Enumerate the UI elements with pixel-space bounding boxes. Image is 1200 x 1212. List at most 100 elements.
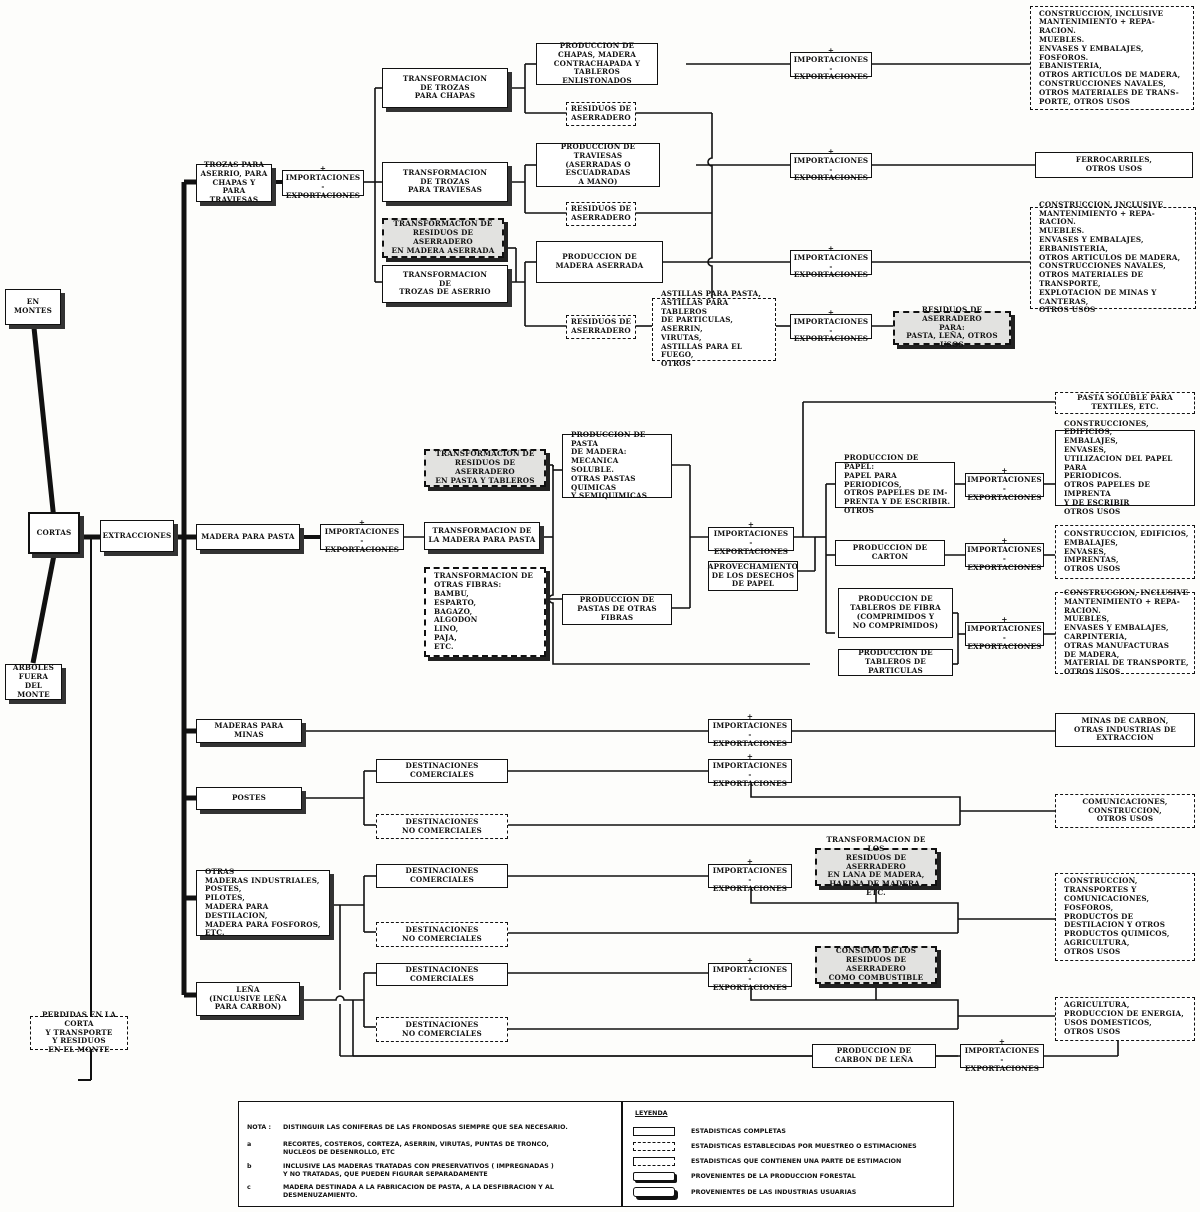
- node-cortas: CORTAS: [28, 512, 80, 554]
- legend-label: ESTADISTICAS COMPLETAS: [691, 1128, 786, 1135]
- node-prod-tableros-particulas: PRODUCCION DE TABLEROS DE PARTICULAS: [838, 648, 953, 676]
- imp-exp-aserrada: + IMPORTACIONES - EXPORTACIONES: [790, 244, 872, 279]
- node-prod-carbon: PRODUCCION DE CARBON DE LEÑA: [812, 1044, 936, 1068]
- legend-swatch-dashed: [633, 1142, 675, 1151]
- nota-text: DISTINGUIR LAS CONIFERAS DE LAS FRONDOSA…: [283, 1124, 568, 1131]
- node-postes-comerciales: DESTINACIONES COMERCIALES: [376, 759, 508, 783]
- node-prod-aserrada: PRODUCCION DE MADERA ASERRADA: [536, 241, 663, 283]
- node-prod-tableros-fibra: PRODUCCION DE TABLEROS DE FIBRA (COMPRIM…: [838, 588, 953, 638]
- node-residuos-2: RESIDUOS DE ASERRADERO: [566, 202, 636, 226]
- connector-en-montes: [30, 317, 57, 521]
- imp-exp-trozas: + IMPORTACIONES - EXPORTACIONES: [282, 165, 364, 200]
- legend-item: ESTADISTICAS ESTABLECIDAS POR MUESTREO O…: [633, 1142, 917, 1151]
- node-trozas: TROZAS PARA ASERRIO, PARA CHAPAS Y PARA …: [196, 160, 272, 204]
- node-consumo-residuos: CONSUMO DE LOS RESIDUOS DE ASERRADERO CO…: [815, 946, 937, 984]
- nota-row: c MADERA DESTINADA A LA FABRICACION DE PA…: [247, 1184, 615, 1199]
- node-en-montes: EN MONTES: [5, 289, 61, 325]
- legend-swatch-partial-dashed: [633, 1157, 675, 1166]
- legend-title: LEYENDA: [635, 1110, 668, 1117]
- node-residuos-para: RESIDUOS DE ASERRADERO PARA: PASTA, LEÑA…: [893, 305, 1011, 349]
- node-prod-pasta: PRODUCCION DE PASTA DE MADERA: MECANICA …: [562, 430, 672, 500]
- node-lena-comerciales: DESTINACIONES COMERCIALES: [376, 963, 508, 986]
- node-tf-traviesas: TRANSFORMACION DE TROZAS PARA TRAVIESAS: [382, 162, 508, 202]
- nota-key: NOTA :: [247, 1124, 272, 1131]
- legend-label: ESTADISTICAS ESTABLECIDAS POR MUESTREO O…: [691, 1143, 917, 1150]
- node-tf-chapas: TRANSFORMACION DE TROZAS PARA CHAPAS: [382, 68, 508, 108]
- imp-exp-carbon: + IMPORTACIONES - EXPORTACIONES: [960, 1038, 1044, 1073]
- node-prod-papel: PRODUCCION DE PAPEL: PAPEL PARA PERIODIC…: [835, 453, 955, 515]
- node-prod-traviesas: PRODUCCION DE TRAVIESAS (ASERRADAS O ESC…: [536, 142, 660, 187]
- node-uso-minas: MINAS DE CARBON, OTRAS INDUSTRIAS DE EXT…: [1055, 713, 1195, 747]
- node-uso-otras: CONSTRUCCION, TRANSPORTES Y COMUNICACION…: [1055, 873, 1195, 961]
- node-uso-carton: CONSTRUCCION, EDIFICIOS, EMBALAJES, ENVA…: [1055, 525, 1195, 579]
- node-tf-residuos-pasta: TRANSFORMACION DE RESIDUOS DE ASERRADERO…: [424, 449, 546, 487]
- node-uso-pasta-soluble: PASTA SOLUBLE PARA TEXTILES, ETC.: [1055, 392, 1195, 414]
- nota-text: INCLUSIVE LAS MADERAS TRATADAS CON PRESE…: [283, 1163, 554, 1178]
- legend-label: ESTADISTICAS QUE CONTIENEN UNA PARTE DE …: [691, 1158, 902, 1165]
- legend-item: PROVENIENTES DE LAS INDUSTRIAS USUARIAS: [633, 1187, 856, 1197]
- imp-exp-pasta-prod: + IMPORTACIONES - EXPORTACIONES: [708, 521, 794, 556]
- node-arboles-fuera-del-monte: ARBOLES FUERA DEL MONTE: [5, 664, 62, 700]
- node-maderas-minas: MADERAS PARA MINAS: [196, 719, 302, 743]
- imp-exp-carton: + IMPORTACIONES - EXPORTACIONES: [965, 537, 1044, 572]
- node-lena: LEÑA (INCLUSIVE LEÑA PARA CARBON): [196, 982, 300, 1016]
- node-uso-chapas: CONSTRUCCION, INCLUSIVE MANTENIMIENTO + …: [1030, 6, 1194, 110]
- node-otras-no-comerciales: DESTINACIONES NO COMERCIALES: [376, 922, 508, 947]
- nota-row: a RECORTES, COSTEROS, CORTEZA, ASERRIN, V…: [247, 1141, 615, 1156]
- imp-exp-minas: + IMPORTACIONES - EXPORTACIONES: [708, 713, 792, 748]
- imp-exp-lena: + IMPORTACIONES - EXPORTACIONES: [708, 957, 792, 992]
- node-postes-no-comerciales: DESTINACIONES NO COMERCIALES: [376, 814, 508, 839]
- node-lena-no-comerciales: DESTINACIONES NO COMERCIALES: [376, 1017, 508, 1042]
- legend-item: ESTADISTICAS QUE CONTIENEN UNA PARTE DE …: [633, 1157, 901, 1166]
- nota-key: a: [247, 1141, 252, 1148]
- legend-swatch-industrias: [633, 1187, 675, 1197]
- node-uso-aserrada: CONSTRUCCION, INCLUSIVE MANTENIMIENTO + …: [1030, 200, 1196, 314]
- node-perdidas: PERDIDAS EN LA CORTA Y TRANSPORTE Y RESI…: [30, 1010, 128, 1054]
- node-tf-aserrio: TRANSFORMACION DE TROZAS DE ASERRIO: [382, 265, 508, 303]
- node-madera-pasta: MADERA PARA PASTA: [196, 524, 300, 550]
- nota-row: b INCLUSIVE LAS MADERAS TRATADAS CON PRES…: [247, 1163, 615, 1178]
- imp-exp-astillas: + IMPORTACIONES - EXPORTACIONES: [790, 308, 872, 343]
- imp-exp-papel: + IMPORTACIONES - EXPORTACIONES: [965, 467, 1044, 502]
- nota-key: c: [247, 1184, 251, 1191]
- node-uso-lena: AGRICULTURA, PRODUCCION DE ENERGIA, USOS…: [1055, 997, 1195, 1041]
- node-residuos-1: RESIDUOS DE ASERRADERO: [566, 102, 636, 126]
- node-prod-carton: PRODUCCION DE CARTON: [835, 540, 945, 566]
- imp-exp-tableros: + IMPORTACIONES - EXPORTACIONES: [965, 616, 1044, 651]
- legend-label: PROVENIENTES DE LAS INDUSTRIAS USUARIAS: [691, 1188, 857, 1196]
- node-residuos-3: RESIDUOS DE ASERRADERO: [566, 315, 636, 339]
- node-astillas: ASTILLAS PARA PASTA, ASTILLAS PARA TABLE…: [652, 289, 776, 368]
- imp-exp-chapas: + IMPORTACIONES - EXPORTACIONES: [790, 46, 872, 81]
- node-prod-pastas-otras: PRODUCCION DE PASTAS DE OTRAS FIBRAS: [562, 594, 672, 625]
- node-extracciones: EXTRACCIONES: [100, 520, 174, 552]
- node-otras-industriales: OTRAS MADERAS INDUSTRIALES, POSTES, PILO…: [196, 867, 330, 937]
- legend-item: ESTADISTICAS COMPLETAS: [633, 1127, 786, 1136]
- node-uso-postes: COMUNICACIONES, CONSTRUCCION, OTROS USOS: [1055, 794, 1195, 828]
- imp-exp-traviesas: + IMPORTACIONES - EXPORTACIONES: [790, 147, 872, 182]
- node-tf-residuos-aserrada: TRANSFORMACION DE RESIDUOS DE ASERRADERO…: [382, 218, 504, 258]
- nota-text: MADERA DESTINADA A LA FABRICACION DE PAS…: [283, 1184, 554, 1199]
- node-postes: POSTES: [196, 787, 302, 810]
- node-tf-otras-fibras: TRANSFORMACION DE OTRAS FIBRAS: BAMBU, E…: [424, 567, 546, 657]
- imp-exp-otras: + IMPORTACIONES - EXPORTACIONES: [708, 858, 792, 893]
- legend-item: PROVENIENTES DE LA PRODUCCION FORESTAL: [633, 1172, 856, 1181]
- nota-box: NOTA : DISTINGUIR LAS CONIFERAS DE LAS FR…: [238, 1101, 622, 1207]
- node-uso-tableros: CONSTRUCCION, INCLUSIVE MANTENIMIENTO + …: [1055, 588, 1195, 676]
- imp-exp-postes: + IMPORTACIONES - EXPORTACIONES: [708, 753, 792, 788]
- node-tf-lana: TRANSFORMACION DE LOS RESIDUOS DE ASERRA…: [815, 835, 937, 897]
- connector-arboles: [30, 554, 57, 664]
- node-tf-madera-pasta: TRANSFORMACION DE LA MADERA PARA PASTA: [424, 522, 540, 550]
- nota-key: b: [247, 1163, 252, 1170]
- legend-swatch-solid: [633, 1127, 675, 1136]
- legend-box: LEYENDA ESTADISTICAS COMPLETAS ESTADISTI…: [622, 1101, 954, 1207]
- node-aprovechamiento: APROVECHAMIENTO DE LOS DESECHOS DE PAPEL: [708, 561, 798, 591]
- imp-exp-pasta: + IMPORTACIONES - EXPORTACIONES: [320, 519, 404, 554]
- node-otras-comerciales: DESTINACIONES COMERCIALES: [376, 864, 508, 888]
- node-uso-traviesas: FERROCARRILES, OTROS USOS: [1035, 152, 1193, 178]
- node-prod-chapas: PRODUCCION DE CHAPAS, MADERA CONTRACHAPA…: [536, 41, 658, 85]
- nota-row: NOTA : DISTINGUIR LAS CONIFERAS DE LAS FR…: [247, 1124, 615, 1132]
- node-uso-papel: CONSTRUCCIONES, EDIFICIOS, EMBALAJES, EN…: [1055, 419, 1195, 515]
- nota-text: RECORTES, COSTEROS, CORTEZA, ASERRIN, VI…: [283, 1141, 549, 1156]
